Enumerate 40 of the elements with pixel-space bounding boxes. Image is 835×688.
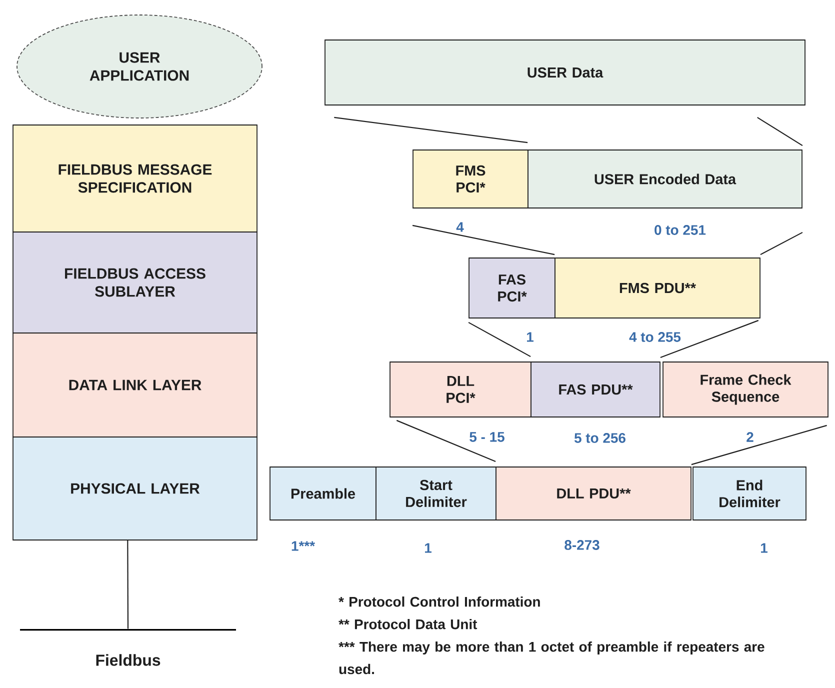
expansion-line [660, 320, 759, 358]
footnote: ** Protocol Data Unit [338, 619, 478, 630]
size-number: 0 to 251 [654, 225, 706, 235]
expansion-line [468, 322, 531, 358]
layer-box: DATA LINK LAYER [12, 332, 258, 438]
field-box: Preamble [270, 466, 376, 520]
footnote: * Protocol Control Information [338, 596, 540, 607]
field-box: End Delimiter [692, 466, 806, 520]
size-number: 2 [746, 432, 754, 442]
expansion-line [760, 232, 803, 256]
size-number: 5 - 15 [470, 432, 504, 442]
field-box: Start Delimiter [376, 466, 496, 520]
layer-box: FIELDBUS ACCESS SUBLAYER [12, 232, 258, 334]
field-box: USER Data [324, 40, 806, 106]
expansion-line [757, 116, 803, 146]
field-box: DLL PDU** [496, 466, 692, 520]
field-box: FAS PDU** [530, 362, 660, 418]
layer-box: FIELDBUS MESSAGE SPECIFICATION [12, 124, 258, 232]
field-box: USER Encoded Data [528, 150, 802, 208]
layer-box: PHYSICAL LAYER [12, 436, 258, 540]
field-box: FMS PDU** [554, 258, 760, 318]
expansion-line [396, 420, 496, 462]
connector-line [127, 540, 129, 629]
expansion-line [334, 116, 528, 144]
size-number: 1*** [292, 541, 316, 551]
size-number: 1 [761, 543, 768, 553]
size-number: 4 [456, 222, 464, 232]
field-box: FAS PCI* [468, 258, 556, 318]
bus-label: Fieldbus [96, 654, 160, 666]
size-number: 1 [425, 543, 432, 553]
size-number: 8-273 [564, 540, 600, 550]
size-number: 4 to 255 [629, 332, 681, 342]
field-box: FMS PCI* [412, 150, 528, 208]
size-number: 1 [527, 332, 534, 342]
field-box: Frame Check Sequence [662, 362, 828, 418]
field-box: DLL PCI* [390, 362, 532, 418]
expansion-line [412, 224, 555, 256]
footnote: *** There may be more than 1 octet of preamble if repeaters are used. [338, 642, 764, 674]
expansion-line [691, 424, 827, 466]
size-number: 5 to 256 [574, 433, 626, 443]
